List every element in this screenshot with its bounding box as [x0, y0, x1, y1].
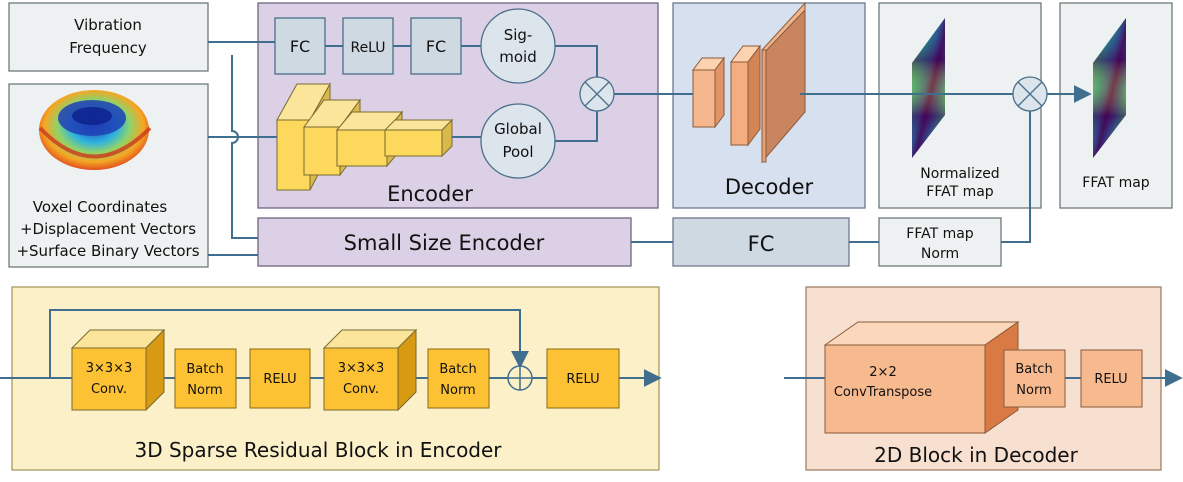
normalized-map-panel [878, 2, 1042, 209]
decoder-bn-line2: Norm [1016, 383, 1051, 398]
normalized-map-line2: FFAT map [926, 184, 994, 200]
conv3d-block-1 [70, 328, 166, 412]
decoder-title: Decoder [725, 175, 814, 199]
sigmoid-label-line1: Sig- [504, 26, 533, 44]
batchnorm2-box [427, 348, 490, 409]
relu2-label: RELU [566, 372, 599, 387]
bn1-label-line2: Norm [187, 383, 222, 398]
ffat-norm-box [878, 217, 1002, 267]
residual-block-title: 3D Sparse Residual Block in Encoder [134, 438, 502, 462]
sigmoid-node [480, 8, 556, 84]
batchnorm1-box [174, 348, 237, 409]
decoder-batchnorm-box [1003, 349, 1066, 408]
top-connections [208, 41, 1092, 256]
decoder-deconv-stack [692, 1, 806, 164]
vibration-label-line2: Frequency [69, 39, 147, 57]
voxel-mesh-image [38, 90, 152, 170]
decoder-relu-label: RELU [1094, 372, 1127, 387]
conv3d-block-2 [322, 328, 418, 412]
ffat-map-label: FFAT map [1082, 175, 1150, 191]
decoder-bn-line1: Batch [1015, 362, 1052, 377]
relu-box [342, 17, 394, 75]
normalized-map-line1: Normalized [920, 166, 999, 182]
small-size-encoder-box [257, 217, 632, 267]
ffat-map-image [1093, 18, 1126, 158]
fc2-label: FC [426, 37, 446, 56]
bn2-label-line1: Batch [439, 362, 476, 377]
vibration-frequency-box [8, 2, 209, 72]
global-pool-label-line2: Pool [502, 143, 533, 161]
conv1-label-line2: Conv. [91, 382, 127, 397]
conv2-label-line1: 3×3×3 [338, 361, 385, 376]
vibration-label-line1: Vibration [74, 16, 142, 34]
ffat-norm-line2: Norm [921, 246, 959, 262]
fc1-box [274, 17, 326, 75]
sigmoid-label-line2: moid [499, 48, 536, 66]
relu2-box [546, 348, 620, 409]
encoder-title: Encoder [387, 182, 473, 206]
fc2-box [410, 17, 462, 75]
voxel-label-line2: +Displacement Vectors [20, 220, 196, 238]
decoder-relu-box [1080, 349, 1143, 408]
voxel-label-line3: +Surface Binary Vectors [16, 242, 199, 260]
convt-label-line2: ConvTranspose [834, 385, 932, 400]
voxel-label-line1: Voxel Coordinates [33, 198, 168, 216]
ffat-norm-line1: FFAT map [906, 226, 974, 242]
fc1-label: FC [290, 37, 310, 56]
normalized-ffat-map-image [912, 18, 945, 158]
conv1-label-line1: 3×3×3 [86, 361, 133, 376]
small-size-encoder-label: Small Size Encoder [344, 231, 545, 255]
relu1-label: RELU [263, 372, 296, 387]
relu1-box [249, 348, 311, 409]
fc-bottom-label: FC [748, 232, 775, 256]
convt-label-line1: 2×2 [869, 365, 896, 380]
global-pool-node [480, 103, 556, 179]
bn1-label-line1: Batch [186, 362, 223, 377]
global-pool-label-line1: Global [494, 120, 542, 138]
conv2-label-line2: Conv. [343, 382, 379, 397]
fc-bottom-box [672, 217, 850, 267]
bn2-label-line2: Norm [440, 383, 475, 398]
relu-label: ReLU [350, 40, 385, 56]
decoder-block-title: 2D Block in Decoder [874, 443, 1078, 467]
encoder-conv-stack [276, 82, 454, 191]
convtranspose-block [823, 321, 1020, 434]
